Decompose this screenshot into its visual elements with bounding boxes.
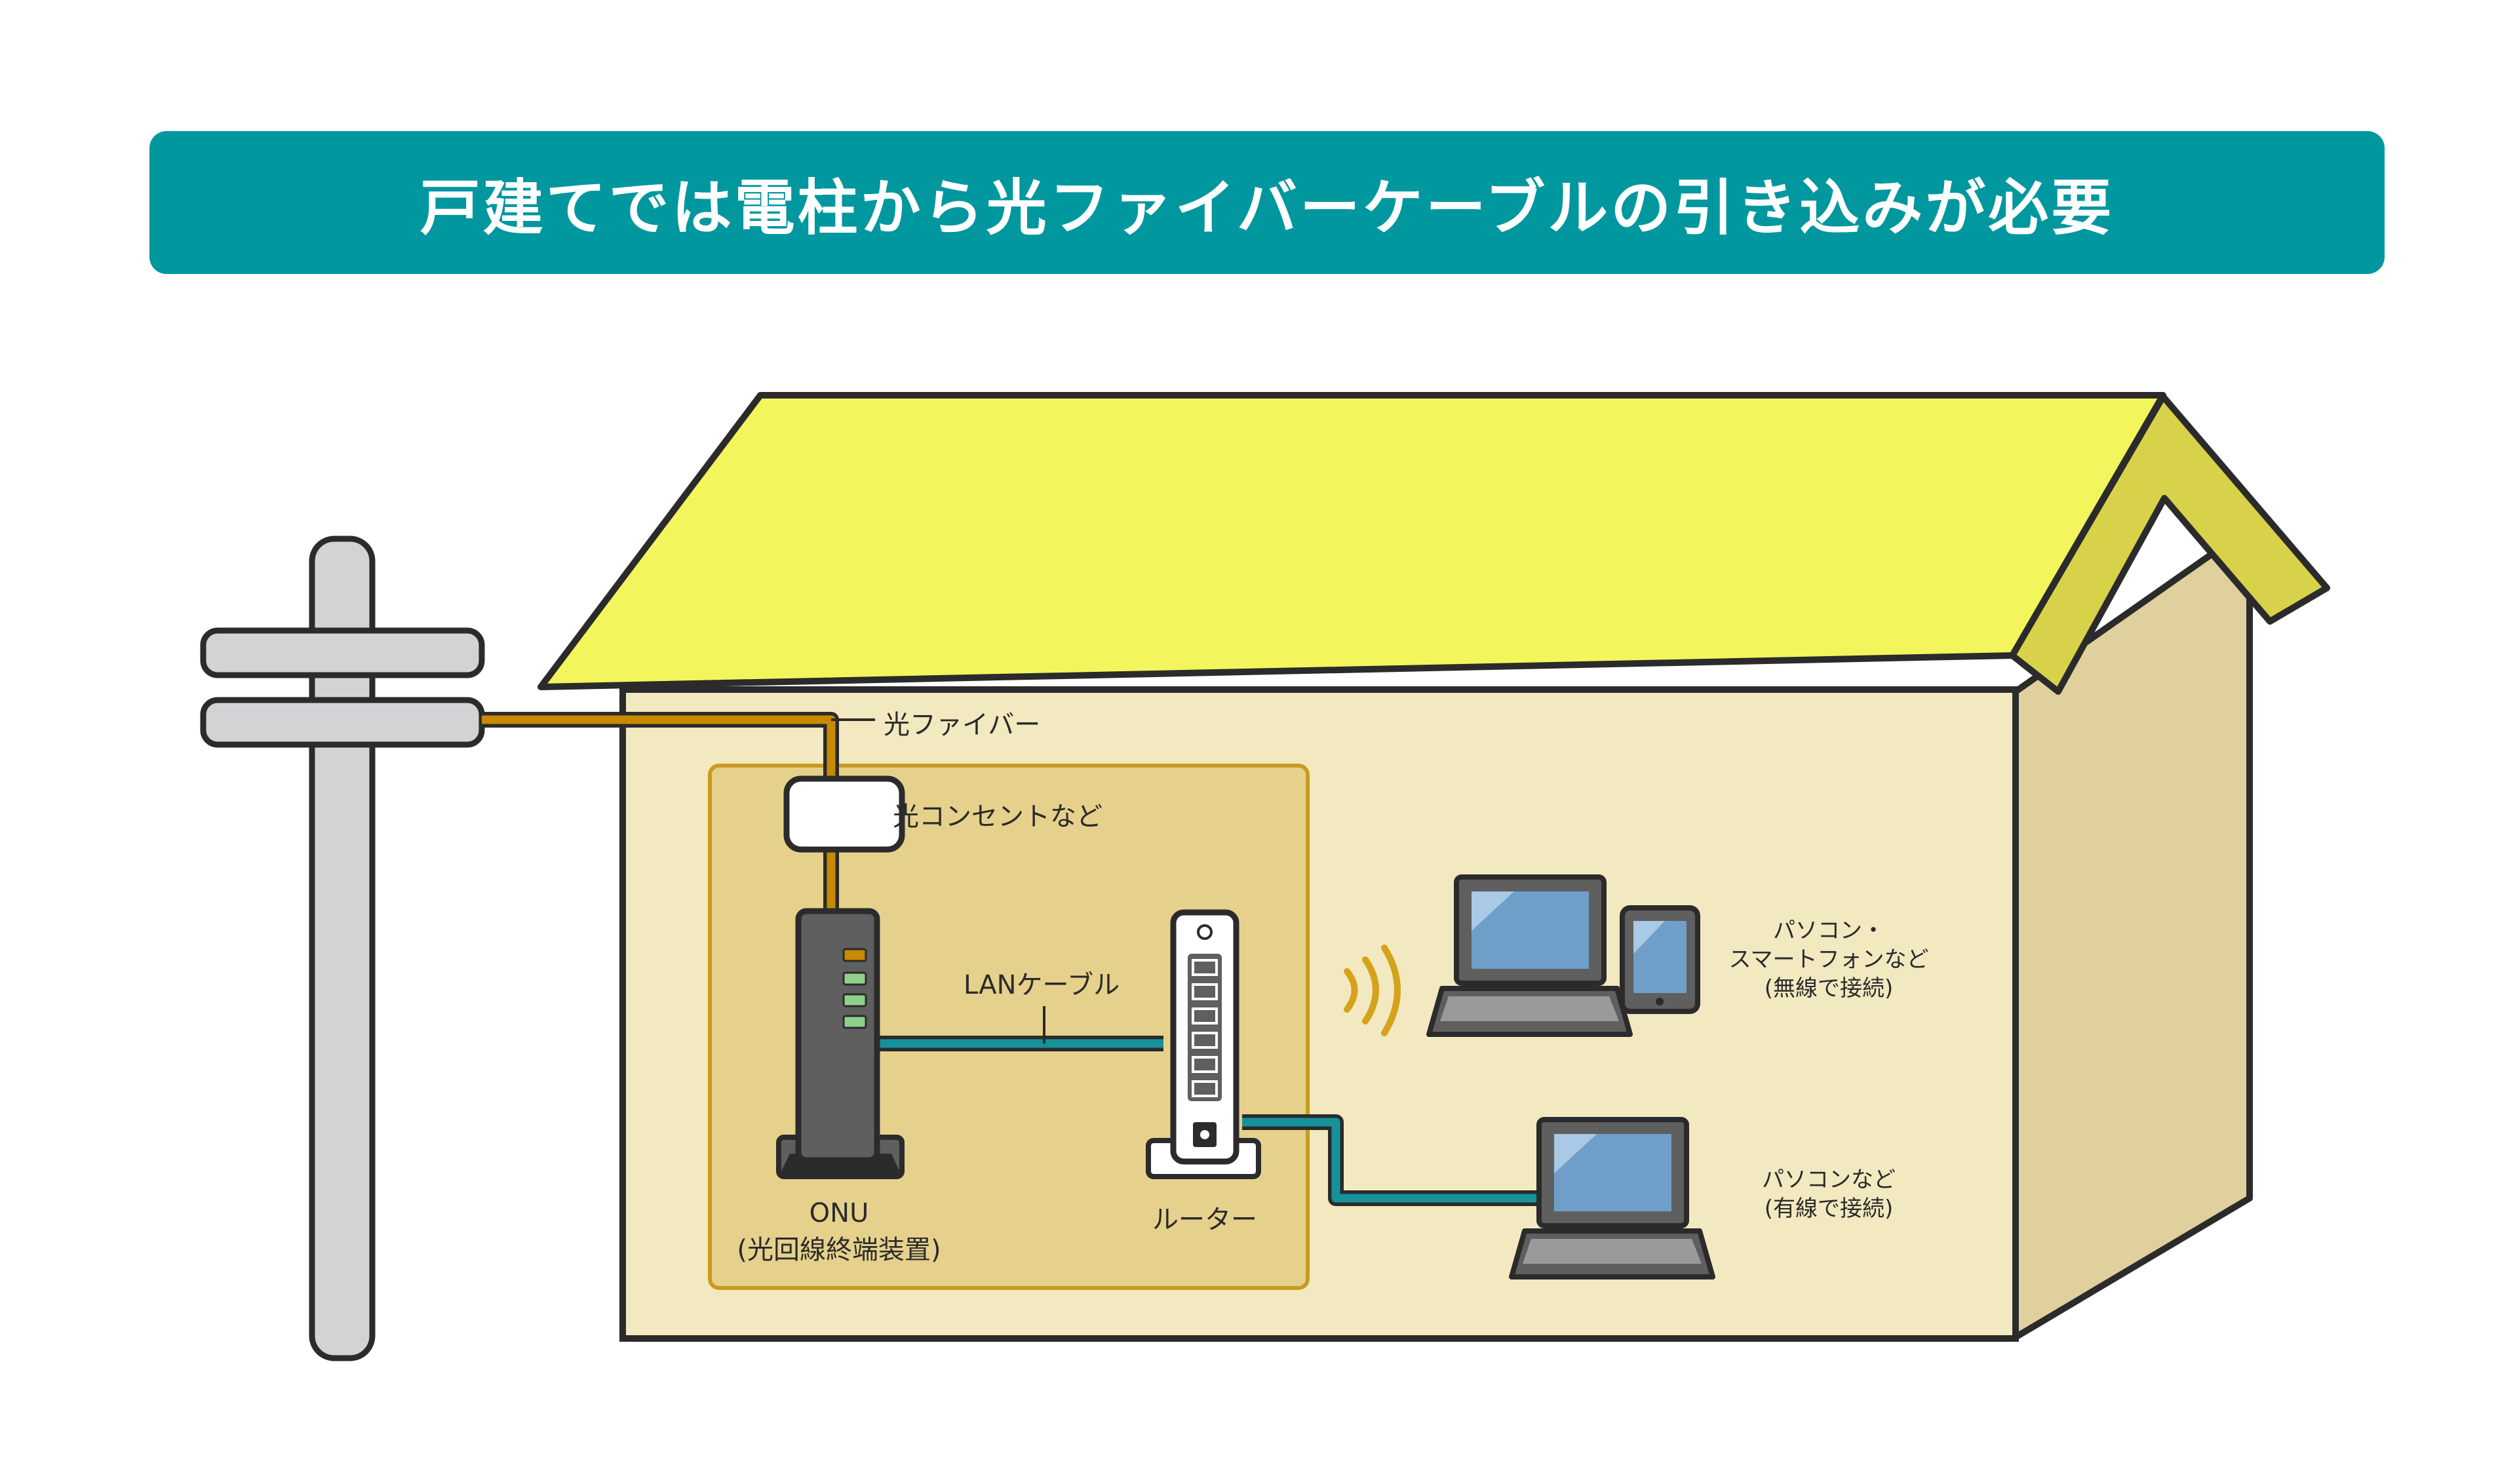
onu-led	[842, 993, 867, 1007]
lan-cable-router-pc	[1242, 1118, 1539, 1203]
pole-crossarm-top	[200, 627, 485, 678]
wired-label-line2: (有線で接続)	[1764, 1196, 1894, 1222]
onu-label-line1: ONU	[809, 1198, 869, 1228]
outlet-label: 光コンセントなど	[893, 802, 1102, 832]
onu-led-power	[842, 948, 867, 962]
laptop-wireless	[1426, 874, 1633, 1037]
onu-label-line2: (光回線終端装置)	[737, 1235, 941, 1265]
onu-led	[842, 1015, 867, 1029]
title-banner: 戸建てでは電柱から光ファイバーケーブルの引き込みが必要	[149, 131, 2385, 274]
wireless-label-line2: スマートフォンなど	[1728, 947, 1929, 973]
lan-cable-label: LANケーブル	[964, 970, 1120, 1000]
router-label: ルーター	[1152, 1205, 1257, 1235]
house-roof	[537, 392, 2166, 690]
smartphone	[1620, 905, 1700, 1014]
wired-label-line1: パソコンなど	[1762, 1167, 1896, 1193]
wired-devices-label: パソコンなど (有線で接続)	[1730, 1165, 1927, 1223]
wireless-label-line3: (無線で接続)	[1764, 975, 1894, 1002]
fiber-outlet	[783, 775, 905, 853]
onu-label: ONU (光回線終端装置)	[728, 1198, 950, 1266]
pole-crossarm-bottom	[200, 697, 485, 748]
page-title: 戸建てでは電柱から光ファイバーケーブルの引き込みが必要	[420, 172, 2115, 243]
onu-led	[842, 971, 867, 986]
fiber-label: 光ファイバー	[884, 710, 1041, 740]
wifi-signal-icon	[1344, 945, 1401, 1036]
onu-device	[776, 908, 905, 1179]
laptop-wired	[1509, 1117, 1715, 1279]
wireless-label-line1: パソコン・	[1773, 918, 1884, 944]
wireless-devices-label: パソコン・ スマートフォンなど (無線で接続)	[1704, 916, 1953, 1003]
utility-pole	[200, 536, 485, 1361]
router-device	[1146, 909, 1261, 1179]
